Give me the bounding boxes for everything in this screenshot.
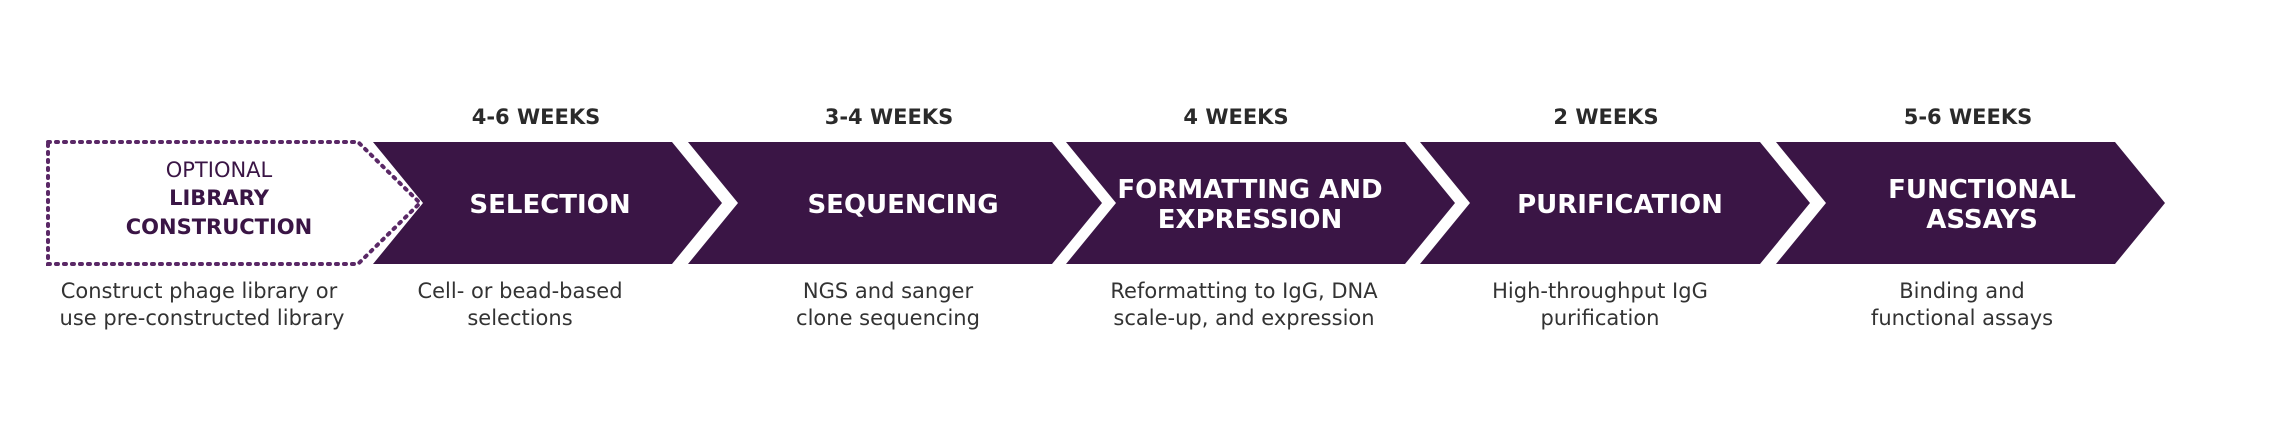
step-5-title-line-1: FUNCTIONAL xyxy=(1888,175,2076,205)
step-4-description-line-2: purification xyxy=(1541,306,1660,330)
step-4: 2 WEEKS PURIFICATION High-throughput IgG pu… xyxy=(1420,105,1810,330)
step-3-title-line-2: EXPRESSION xyxy=(1158,205,1342,235)
step-3-description-line-1: Reformatting to IgG, DNA xyxy=(1110,279,1378,303)
step-1-chevron xyxy=(373,142,722,264)
step-2-duration: 3-4 WEEKS xyxy=(825,105,954,129)
optional-title-line-1: LIBRARY xyxy=(169,186,270,210)
step-3-description-line-2: scale-up, and expression xyxy=(1113,306,1374,330)
step-4-title-line-1: PURIFICATION xyxy=(1517,190,1723,220)
step-2-chevron xyxy=(688,142,1102,264)
step-4-description-line-1: High-throughput IgG xyxy=(1492,279,1708,303)
step-3-chevron xyxy=(1066,142,1455,264)
step-2-description-line-1: NGS and sanger xyxy=(803,279,974,303)
step-5-chevron xyxy=(1776,142,2165,264)
optional-description-line-2: use pre-constructed library xyxy=(60,306,345,330)
optional-step-outline xyxy=(46,140,423,266)
step-1-duration: 4-6 WEEKS xyxy=(472,105,601,129)
step-5-title-line-2: ASSAYS xyxy=(1926,205,2038,235)
step-3-title-line-1: FORMATTING AND xyxy=(1117,175,1382,205)
step-4-chevron xyxy=(1420,142,1810,264)
step-2: 3-4 WEEKS SEQUENCING NGS and sanger clone s… xyxy=(688,105,1102,330)
step-5-description-line-2: functional assays xyxy=(1871,306,2053,330)
step-5-duration: 5-6 WEEKS xyxy=(1904,105,2033,129)
optional-label: OPTIONAL xyxy=(166,158,273,182)
step-1: 4-6 WEEKS SELECTION Cell- or bead-based sel… xyxy=(373,105,722,330)
step-4-duration: 2 WEEKS xyxy=(1553,105,1658,129)
step-3-duration: 4 WEEKS xyxy=(1183,105,1288,129)
step-1-description-line-2: selections xyxy=(467,306,572,330)
steps-layer: 4-6 WEEKS SELECTION Cell- or bead-based sel… xyxy=(373,105,2165,330)
optional-title-line-2: CONSTRUCTION xyxy=(126,215,313,239)
optional-step: OPTIONAL LIBRARY CONSTRUCTION Construct … xyxy=(46,140,423,330)
step-1-title-line-1: SELECTION xyxy=(469,190,630,220)
step-2-description-line-2: clone sequencing xyxy=(796,306,980,330)
step-1-description-line-1: Cell- or bead-based xyxy=(417,279,622,303)
step-5-description-line-1: Binding and xyxy=(1899,279,2025,303)
optional-description-line-1: Construct phage library or xyxy=(61,279,338,303)
step-2-title-line-1: SEQUENCING xyxy=(807,190,998,220)
